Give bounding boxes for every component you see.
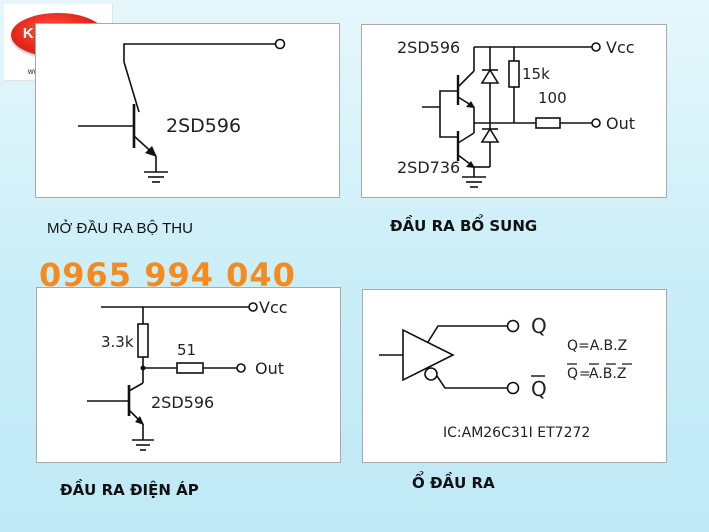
top-emitter-arrow [466, 101, 475, 108]
open-collector-schematic: 2SD596 [78, 38, 286, 183]
line-driver-schematic: Q Q Q=A.B.Z Q = A.B.Z IC:AM26C31I ET7272 [379, 314, 632, 441]
resistor-51-label: 51 [177, 341, 196, 359]
emitter-arrow [135, 416, 144, 425]
equation-q: Q=A.B.Z [567, 338, 627, 354]
inverting-bubble [424, 367, 438, 381]
q-terminal [506, 319, 520, 333]
collector-wire [123, 43, 276, 62]
base-link [439, 90, 458, 138]
transistor-label: 2SD596 [166, 115, 241, 137]
panel-voltage-output: 3.3k 51 Vcc Out 2SD596 [36, 287, 341, 463]
buffer-triangle [402, 328, 455, 382]
bottom-transistor-label: 2SD736 [397, 158, 460, 177]
complementary-schematic: 2SD596 2SD736 15k 100 Vcc Out [397, 38, 635, 188]
panel-open-collector: 2SD596 [35, 23, 340, 198]
out-label: Out [606, 114, 635, 133]
voltage-output-schematic: 3.3k 51 Vcc Out 2SD596 [87, 298, 288, 451]
vcc-terminal [591, 42, 601, 52]
resistor-3-3k-label: 3.3k [101, 333, 134, 351]
resistor-51 [176, 362, 204, 374]
transistor-label: 2SD596 [151, 393, 214, 412]
panel-line-driver: Q Q Q=A.B.Z Q = A.B.Z IC:AM26C31I ET7272 [362, 289, 667, 463]
bottom-collector-lead [457, 132, 475, 144]
vcc-terminal [248, 302, 258, 312]
bottom-emitter-arrow [466, 161, 475, 168]
caption-open-collector: MỞ ĐẦU RA BỘ THU [47, 220, 193, 237]
vcc-label: Vcc [606, 38, 635, 57]
caption-complementary: ĐẦU RA BỔ SUNG [390, 217, 538, 235]
vcc-label: Vcc [259, 298, 288, 317]
top-transistor-label: 2SD596 [397, 38, 460, 57]
out-terminal [236, 363, 246, 373]
equation-q-bar-rhs: A.B.Z [589, 366, 626, 382]
resistor-100 [535, 117, 561, 129]
ic-label: IC:AM26C31I ET7272 [443, 425, 590, 441]
equation-q-bar-eq: = [579, 366, 591, 382]
q-bar-label: Q [531, 377, 547, 401]
resistor-15k-label: 15k [522, 65, 550, 83]
panel-complementary: 2SD596 2SD736 15k 100 Vcc Out [361, 24, 667, 198]
emitter-arrow [145, 146, 157, 157]
diode-bottom [480, 127, 500, 143]
caption-line-driver: Ổ ĐẦU RA [412, 474, 495, 492]
collector-lead [128, 382, 144, 392]
diode-top [480, 68, 500, 84]
q-bar-wire [436, 375, 508, 389]
output-terminal [274, 38, 286, 50]
q-bar-terminal [506, 381, 520, 395]
out-terminal [591, 118, 601, 128]
resistor-15k [508, 60, 520, 88]
q-label: Q [531, 314, 547, 338]
top-collector-lead [457, 70, 475, 88]
caption-voltage-output: ĐẦU RA ĐIỆN ÁP [60, 481, 199, 499]
equation-q-bar-lhs: Q [567, 366, 578, 382]
resistor-100-label: 100 [538, 89, 567, 107]
q-wire [427, 325, 508, 343]
resistor-3-3k [137, 323, 149, 358]
collector-lead [123, 61, 140, 113]
out-label: Out [255, 359, 284, 378]
junction-dot [140, 365, 146, 371]
